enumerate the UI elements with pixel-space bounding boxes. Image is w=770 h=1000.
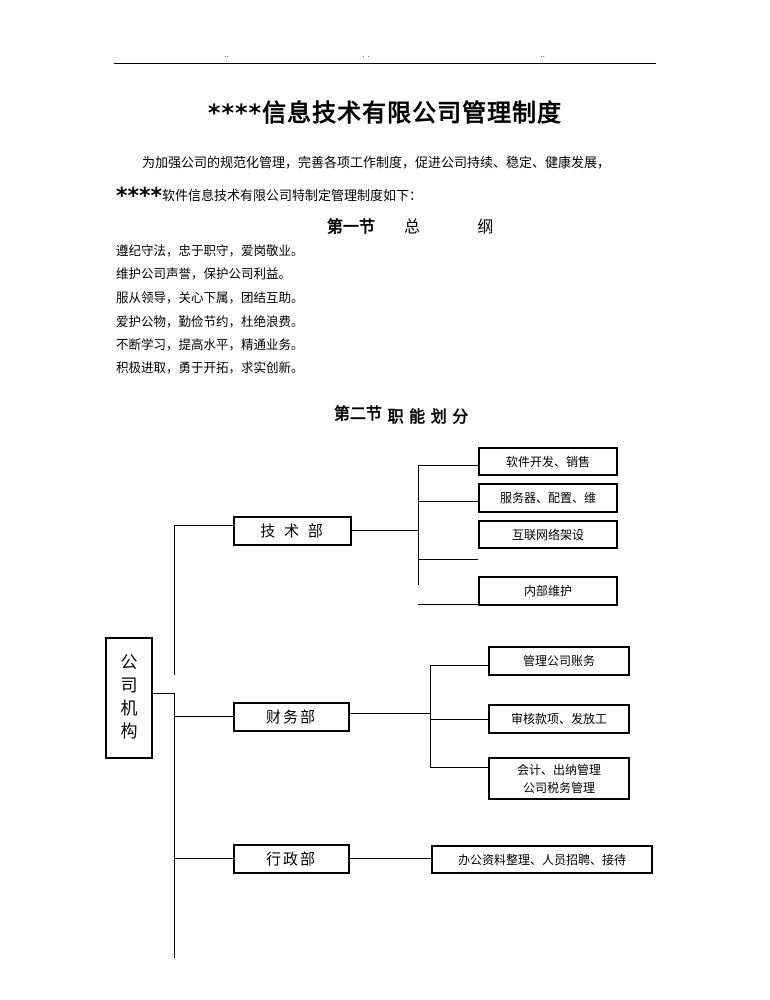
tech-duty-line (418, 465, 478, 466)
header-dots-center: . . (362, 50, 370, 59)
finance-duty-line (430, 665, 488, 666)
admin-department-box: 行政部 (233, 844, 350, 874)
section-1-heading: 第一节 总 纲 (327, 213, 493, 237)
section-1-number: 第一节 (327, 217, 376, 236)
section-2-heading: 第二节 职 能 划 分 (334, 400, 469, 426)
finance-duty-accounts: 管理公司账务 (488, 646, 630, 676)
finance-duty-payments: 审核款项、发放工 (488, 704, 630, 734)
trunk-line-upper (174, 525, 175, 675)
finance-branch-line (174, 716, 233, 717)
tech-duty-software: 软件开发、销售 (478, 447, 618, 476)
tech-branch-line (174, 525, 233, 526)
intro-stars: **** (116, 184, 163, 209)
tech-duty-line (418, 501, 478, 502)
intro-line-1: 为加强公司的规范化管理，完善各项工作制度，促进公司持续、稳定、健康发展， (142, 156, 611, 171)
tech-duty-network: 互联网络架设 (478, 520, 618, 549)
rule-item: 不断学习，提高水平，精通业务。 (116, 337, 304, 352)
org-root-char: 司 (120, 676, 138, 697)
finance-duty-line (430, 767, 488, 768)
rule-item: 遵纪守法，忠于职守，爱岗敬业。 (116, 243, 304, 258)
tech-duty-line (418, 559, 478, 560)
tech-out-line (352, 530, 418, 531)
finance-duty-line (430, 719, 488, 720)
org-root-char: 机 (120, 699, 138, 719)
rule-item: 积极进取，勇于开拓，求实创新。 (116, 360, 304, 375)
tech-duty-server: 服务器、配置、维 (478, 483, 618, 513)
intro-line-2-text: 软件信息技术有限公司特制定管理制度如下： (162, 189, 423, 204)
admin-out-line (350, 858, 431, 859)
tech-vertical-line (418, 465, 419, 585)
tech-department-box: 技 术 部 (233, 516, 352, 546)
section-1-title-a: 总 (404, 217, 421, 236)
finance-out-line (350, 713, 430, 714)
finance-department-box: 财务部 (233, 702, 350, 732)
org-root-char: 构 (120, 721, 138, 742)
finance-duty-accounting-tax: 会计、出纳管理 公司税务管理 (488, 757, 630, 800)
rule-item: 服从领导，关心下属，团结互助。 (116, 290, 304, 305)
tech-duty-line (418, 604, 478, 605)
finance-vertical-line (430, 665, 431, 767)
finance-duty-accounting: 会计、出纳管理 (516, 762, 601, 777)
rule-item: 维护公司声誉，保护公司利益。 (116, 266, 292, 281)
document-title: ****信息技术有限公司管理制度 (207, 99, 563, 127)
finance-duty-tax: 公司税务管理 (522, 780, 595, 795)
admin-duty-office: 办公资料整理、人员招聘、接待 (431, 845, 653, 874)
trunk-line-lower (174, 693, 175, 958)
header-rule (114, 63, 656, 64)
intro-line-2: ****软件信息技术有限公司特制定管理制度如下： (116, 184, 422, 209)
section-2-number: 第二节 (334, 404, 383, 423)
root-connector-line (152, 693, 175, 694)
section-2-title: 职 能 划 分 (387, 407, 469, 426)
company-structure-box: 公 司 机 构 (105, 637, 153, 759)
org-root-char: 公 (120, 653, 138, 674)
rule-item: 爱护公物，勤俭节约，杜绝浪费。 (116, 314, 304, 329)
header-dots-right: .. (540, 50, 546, 59)
header-dots-left: .. (224, 50, 230, 59)
section-1-title-b: 纲 (477, 217, 494, 236)
admin-branch-line (174, 858, 233, 859)
tech-duty-maintenance: 内部维护 (478, 576, 618, 606)
